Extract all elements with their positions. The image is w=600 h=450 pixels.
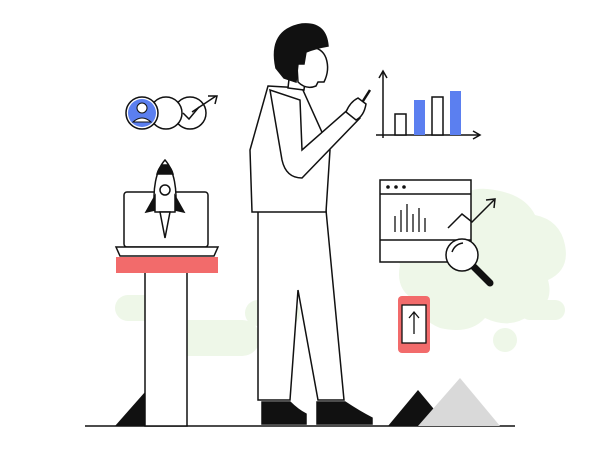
person-hand [345, 97, 367, 121]
mountain-gray [418, 378, 500, 426]
rocket-icon [144, 158, 186, 239]
person-hair [273, 23, 329, 84]
person-figure [249, 23, 373, 425]
trend-line-arrow-icon [447, 198, 496, 229]
trend-arrow-icon [191, 95, 218, 113]
person-legs [257, 209, 345, 401]
check-icon [182, 106, 200, 121]
bar-chart-icon [376, 69, 482, 140]
pedestal [116, 257, 218, 427]
person-arm [269, 88, 361, 179]
user-group-icon [125, 96, 207, 130]
person-shoe-left [261, 401, 307, 425]
phone-upload-icon [398, 296, 430, 353]
person-shoe-right [316, 401, 373, 425]
magnifier-icon [445, 238, 494, 287]
